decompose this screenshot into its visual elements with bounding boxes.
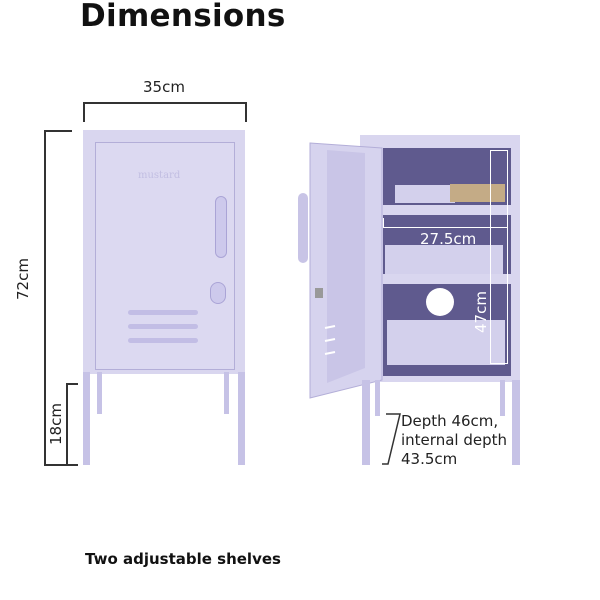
cabinet-leg bbox=[224, 372, 229, 414]
cabinet-leg bbox=[83, 372, 90, 465]
height-tick-bottom bbox=[44, 464, 72, 466]
stored-item bbox=[450, 184, 505, 202]
width-tick-right bbox=[245, 102, 247, 122]
depth-line-1: Depth 46cm, bbox=[401, 412, 499, 430]
cabinet-leg bbox=[97, 372, 102, 414]
door-handle bbox=[215, 196, 227, 258]
height-label: 72cm bbox=[14, 258, 32, 300]
vent-slot bbox=[128, 310, 198, 315]
depth-label: Depth 46cm, internal depth 43.5cm bbox=[401, 412, 507, 469]
cabinet-leg bbox=[375, 380, 380, 416]
shelf-width-label: 27.5cm bbox=[420, 230, 477, 248]
height-dimension-line bbox=[44, 130, 46, 466]
cabinet-leg bbox=[362, 380, 370, 465]
stored-item bbox=[387, 320, 505, 365]
height-tick-top bbox=[44, 130, 72, 132]
depth-line-2: internal depth bbox=[401, 431, 507, 449]
caption: Two adjustable shelves bbox=[85, 550, 281, 568]
width-tick-left bbox=[83, 102, 85, 122]
cabinet-leg bbox=[238, 372, 245, 465]
internal-height-box bbox=[490, 150, 508, 364]
leg-tick-top bbox=[66, 383, 78, 385]
leg-dimension-line bbox=[66, 383, 68, 466]
cabinet-door bbox=[95, 142, 235, 370]
shelf bbox=[383, 205, 511, 215]
leg-height-label: 18cm bbox=[47, 403, 65, 445]
shelf bbox=[383, 274, 511, 284]
brand-logo: mustard bbox=[138, 170, 181, 181]
cabinet-leg bbox=[512, 380, 520, 465]
width-label: 35cm bbox=[143, 78, 185, 96]
stored-item bbox=[385, 245, 503, 275]
cable-hole bbox=[426, 288, 454, 316]
internal-height-label: 47cm bbox=[472, 291, 490, 333]
vent-slot bbox=[128, 324, 198, 329]
stored-item bbox=[395, 185, 455, 203]
leg-tick-bottom bbox=[66, 464, 78, 466]
open-door bbox=[298, 142, 383, 399]
depth-line-3: 43.5cm bbox=[401, 450, 458, 468]
depth-bracket bbox=[382, 413, 401, 465]
width-dimension-line bbox=[83, 102, 247, 104]
lock-icon bbox=[210, 282, 226, 304]
page-title: Dimensions bbox=[80, 0, 286, 34]
cabinet-leg bbox=[500, 380, 505, 416]
vent-slot bbox=[128, 338, 198, 343]
